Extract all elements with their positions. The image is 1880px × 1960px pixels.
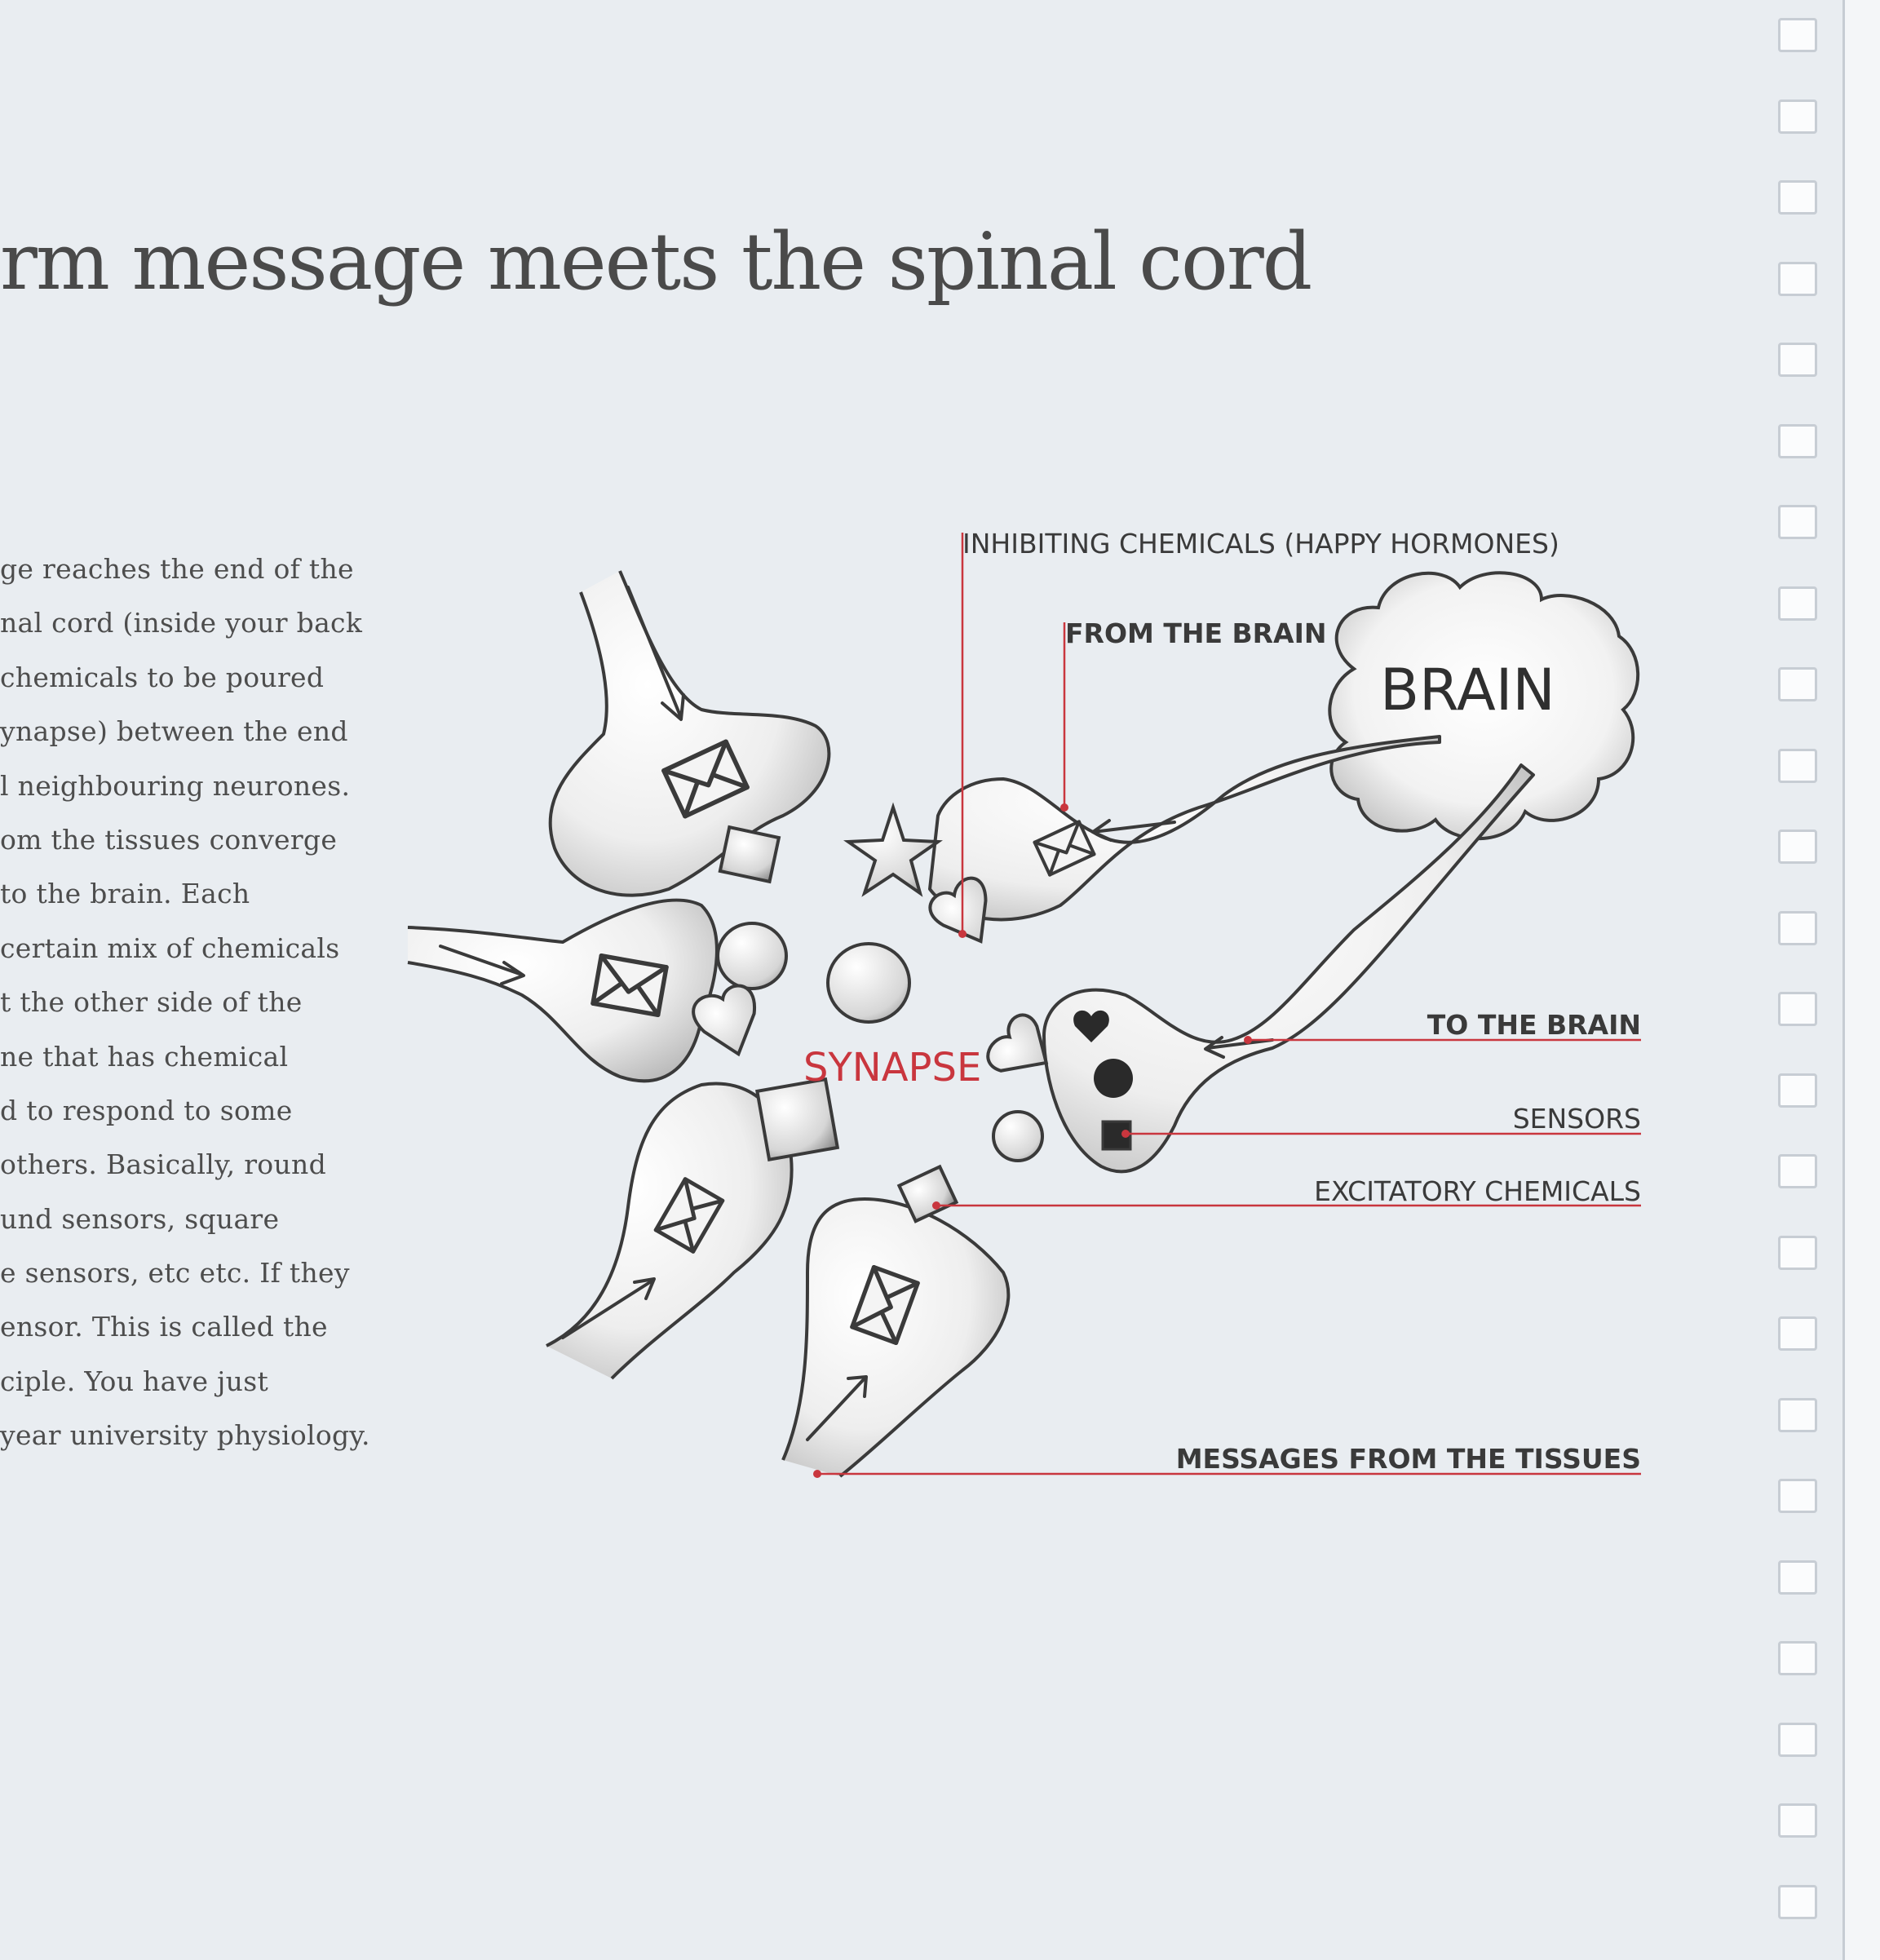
tissue-neurone-left [407,898,719,1083]
circle-icon [716,922,788,990]
heart-icon [1073,1010,1109,1042]
star-icon [843,802,943,897]
binding-hole [1778,99,1817,134]
circle-icon [992,1110,1044,1162]
binding-hole [1778,1479,1817,1513]
binding-hole [1778,586,1817,621]
synapse-diagram: BRAIN [407,528,1641,1478]
binding-hole [1778,1641,1817,1675]
binding-hole [1778,1154,1817,1188]
circle-icon [826,942,911,1024]
brain-cloud: BRAIN [1328,571,1640,841]
paragraph-line: l neighbouring neurones. [0,769,351,802]
label-to-the-brain: TO THE BRAIN [1427,1009,1641,1041]
paragraph-line: t the other side of the [0,986,303,1019]
binding-hole [1778,180,1817,215]
label-excitatory-chemicals: EXCITATORY CHEMICALS [1314,1175,1641,1207]
paragraph-line: year university physiology. [0,1419,370,1452]
axon-from-brain [928,735,1441,922]
brain-label: BRAIN [1380,657,1555,723]
paragraph-line: others. Basically, round [0,1148,326,1181]
paragraph-line: to the brain. Each [0,878,250,910]
paragraph-line: e sensors, etc etc. If they [0,1257,350,1290]
binding-hole [1778,667,1817,701]
paragraph-line: om the tissues converge [0,823,338,856]
paragraph-line: und sensors, square [0,1202,280,1235]
binding-hole [1778,1884,1817,1919]
axon-to-brain [1042,763,1535,1174]
paragraph-line: d to respond to some [0,1094,293,1126]
paragraph-line: chemicals to be poured [0,661,325,693]
label-from-the-brain: FROM THE BRAIN [1065,617,1327,649]
binding-hole [1778,1803,1817,1838]
label-messages-from-tissues: MESSAGES FROM THE TISSUES [1176,1443,1641,1475]
binding-hole [1778,830,1817,864]
binding-hole [1778,505,1817,539]
binding-hole [1778,1073,1817,1108]
square-icon [718,825,781,884]
paragraph-line: ge reaches the end of the [0,553,354,585]
label-sensors: SENSORS [1513,1103,1641,1135]
chemicals [692,802,1049,1223]
paragraph-line: ciple. You have just [0,1365,269,1397]
heart-icon [692,984,756,1057]
binding-hole [1778,1722,1817,1757]
binding-hole [1778,261,1817,296]
binding-hole [1778,1235,1817,1270]
paragraph-line: certain mix of chemicals [0,931,340,964]
binding-hole [1778,423,1817,458]
page-title: rm message meets the spinal cord [0,216,1312,307]
square-icon [755,1077,840,1161]
binding-hole [1778,1560,1817,1595]
circle-icon [1094,1059,1133,1098]
binding-hole [1778,748,1817,783]
paragraph-line: ensor. This is called the [0,1311,328,1343]
tissue-neurone-top [548,570,831,897]
square-icon [896,1164,959,1223]
paragraph-line: ne that has chemical [0,1040,289,1073]
binding-margin [1845,0,1880,1960]
heart-icon [928,876,988,944]
binding-hole [1778,1316,1817,1351]
binding-hole [1778,1397,1817,1432]
paragraph-line: ynapse) between the end [0,715,348,748]
synapse-label: SYNAPSE [803,1045,981,1091]
page-edge [1842,0,1845,1960]
heart-icon [986,1013,1049,1073]
binding-hole [1778,343,1817,377]
paragraph-line: nal cord (inside your back [0,607,363,639]
binding-hole [1778,18,1817,52]
label-inhibiting-chemicals: INHIBITING CHEMICALS (HAPPY HORMONES) [962,528,1559,560]
body-paragraph: ge reaches the end of the nal cord (insid… [0,553,408,1474]
binding-hole [1778,910,1817,945]
binding-hole [1778,992,1817,1026]
